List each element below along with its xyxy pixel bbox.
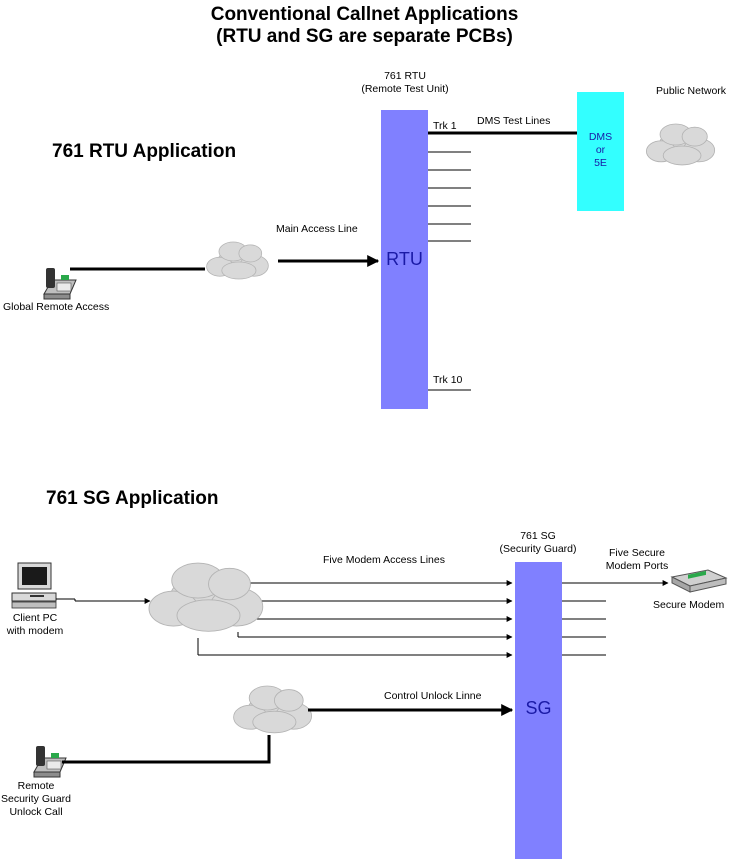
secure-modem-label: Secure Modem: [653, 599, 725, 611]
rtu-unit: [381, 110, 428, 409]
control-unlock-line-label: Control Unlock Linne: [384, 690, 482, 702]
remote-label-line3: Unlock Call: [9, 806, 63, 818]
rtu-trunk-lines: [428, 151, 471, 391]
modem-access-cloud-icon: [148, 562, 264, 633]
secure-modem-port-lines: [562, 580, 669, 656]
secure-modem-icon: [670, 569, 728, 593]
diagram-title-line1: Conventional Callnet Applications: [210, 4, 519, 25]
switch-label-line3: 5E: [594, 157, 607, 169]
rtu-unit-description: (Remote Test Unit): [361, 83, 449, 95]
rtu-unit-label: RTU: [386, 249, 423, 269]
client-pc-label-line1: Client PC: [12, 612, 58, 624]
global-remote-access-label: Global Remote Access: [3, 301, 110, 313]
client-pc-label-line2: with modem: [6, 625, 64, 637]
five-secure-label-line2: Modem Ports: [605, 560, 669, 572]
switch-label-line1: DMS: [588, 131, 613, 143]
dms-test-lines-label: DMS Test Lines: [477, 115, 551, 127]
public-network-cloud-icon: [645, 123, 716, 166]
public-network-label: Public Network: [656, 85, 727, 97]
rtu-section-heading: 761 RTU Application: [52, 141, 237, 162]
sg-unit-description: (Security Guard): [499, 543, 577, 555]
remote-security-phone-icon: [33, 745, 67, 778]
sg-unit-label: SG: [525, 698, 552, 718]
remote-label-line1: Remote: [17, 780, 55, 792]
five-secure-label-line1: Five Secure: [608, 547, 666, 559]
main-access-cloud-icon: [206, 241, 269, 280]
sg-section-heading: 761 SG Application: [46, 488, 219, 509]
global-remote-phone-icon: [43, 267, 77, 300]
diagram-title-line2: (RTU and SG are separate PCBs): [216, 26, 513, 47]
main-access-line-label: Main Access Line: [276, 223, 358, 235]
trunk-last-label: Trk 10: [433, 374, 463, 386]
sg-unit: [515, 562, 562, 859]
remote-unlock-line: [62, 735, 271, 764]
control-unlock-cloud-icon: [233, 685, 313, 734]
remote-label-line2: Security Guard: [0, 793, 72, 805]
modem-access-lines: [197, 580, 513, 658]
sg-unit-name: 761 SG: [520, 530, 556, 542]
client-pc-computer-icon: [11, 562, 57, 609]
five-modem-access-lines-label: Five Modem Access Lines: [323, 554, 445, 566]
switch-label-line2: or: [595, 144, 606, 156]
trunk-first-label: Trk 1: [433, 120, 457, 132]
dms-switch-box: [577, 92, 624, 211]
rtu-unit-name: 761 RTU: [384, 70, 426, 82]
